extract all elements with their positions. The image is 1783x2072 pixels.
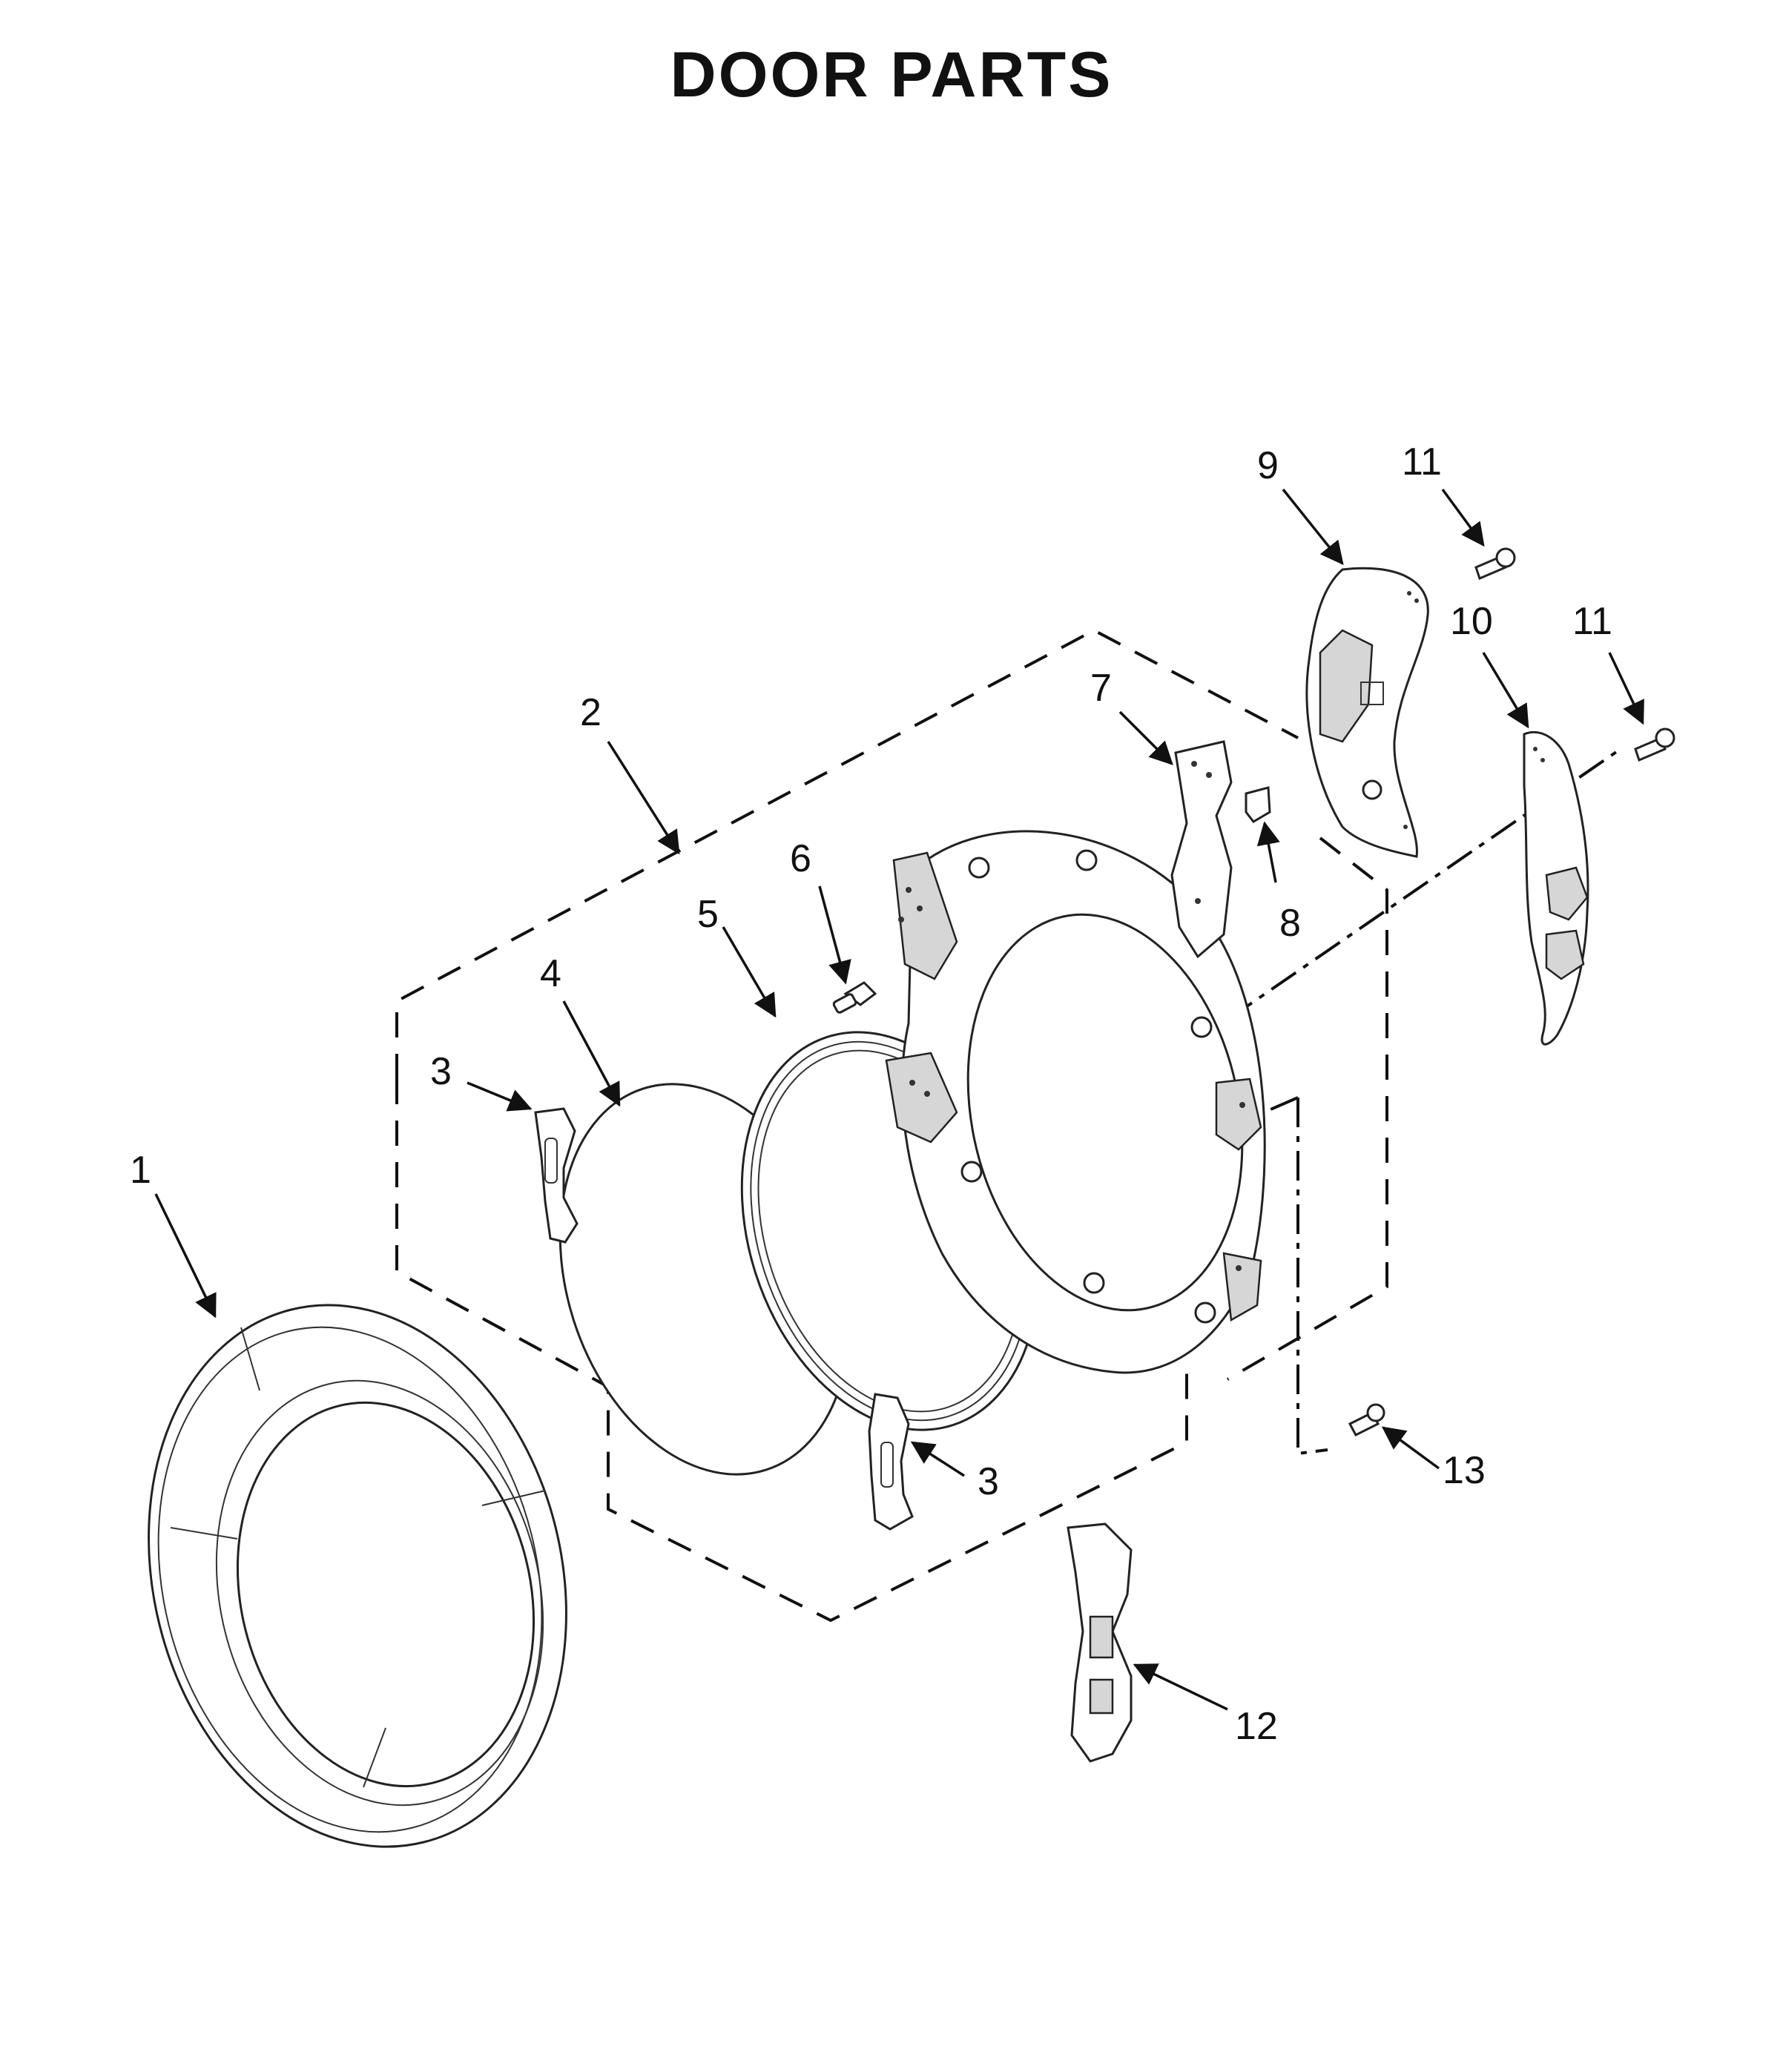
callout-4: 4 <box>540 952 561 995</box>
hinge-pad-part-3-upper <box>534 1107 579 1244</box>
screw-part-11-upper <box>1474 547 1516 581</box>
callout-7: 7 <box>1090 667 1112 710</box>
callout-3-upper: 3 <box>430 1050 452 1093</box>
handle-cover-part-9 <box>1305 567 1429 858</box>
screw-part-6 <box>832 981 877 1014</box>
hinge-bracket-part-7 <box>1170 740 1233 959</box>
outer-door-ring-part-1 <box>148 1304 567 1848</box>
handle-part-10 <box>1523 730 1589 1046</box>
callout-1: 1 <box>130 1149 151 1192</box>
clip-part-8 <box>1245 786 1271 823</box>
callout-12: 12 <box>1235 1705 1278 1748</box>
callout-8: 8 <box>1279 902 1301 945</box>
inner-door-assembly-outline <box>395 628 1388 1623</box>
hinge-part-12 <box>1067 1522 1133 1763</box>
inner-door-frame-part-2 <box>885 830 1266 1374</box>
screw-part-13 <box>1348 1403 1385 1436</box>
leader-arrows <box>154 488 1644 1711</box>
callout-6: 6 <box>790 837 811 880</box>
callout-2: 2 <box>580 691 602 734</box>
callout-3-lower: 3 <box>978 1460 999 1503</box>
callout-13: 13 <box>1443 1449 1486 1492</box>
callout-9: 9 <box>1257 444 1279 487</box>
callout-10: 10 <box>1450 600 1493 643</box>
page-title: DOOR PARTS <box>670 39 1113 110</box>
callout-11-lower: 11 <box>1572 600 1612 643</box>
callout-labels: 1 2 3 3 4 5 6 7 8 9 10 11 11 12 13 <box>130 441 1612 1748</box>
callout-5: 5 <box>697 893 719 936</box>
screw-part-11-lower <box>1634 727 1675 762</box>
hinge-pad-part-3-lower <box>868 1393 914 1531</box>
callout-11-upper: 11 <box>1402 441 1442 484</box>
